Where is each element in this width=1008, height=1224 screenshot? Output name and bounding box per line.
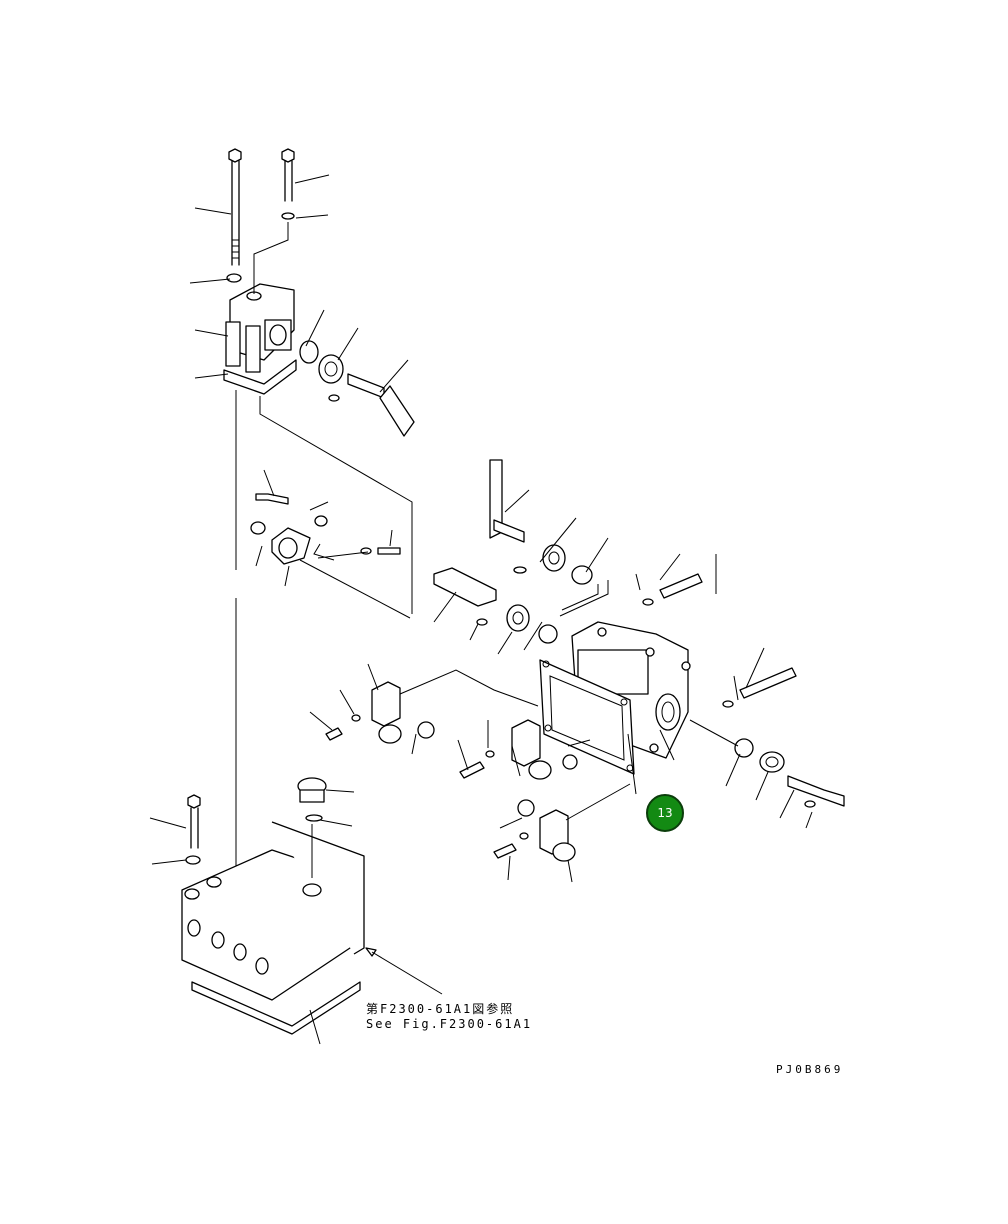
lower-valve-group [149,777,443,1045]
callout-13-badge[interactable]: 13 [646,794,684,832]
upper-valve-group [189,148,415,928]
reference-note-en: See Fig.F2300-61A1 [366,1017,533,1031]
middle-lever-group [250,469,411,619]
drawing-code-label: PJ0B869 [776,1063,844,1076]
center-lever-group [433,459,609,655]
reference-note-jp: 第F2300-61A1図参照 [366,1002,515,1016]
linkage-group [309,663,631,883]
main-valve-group [539,553,845,829]
